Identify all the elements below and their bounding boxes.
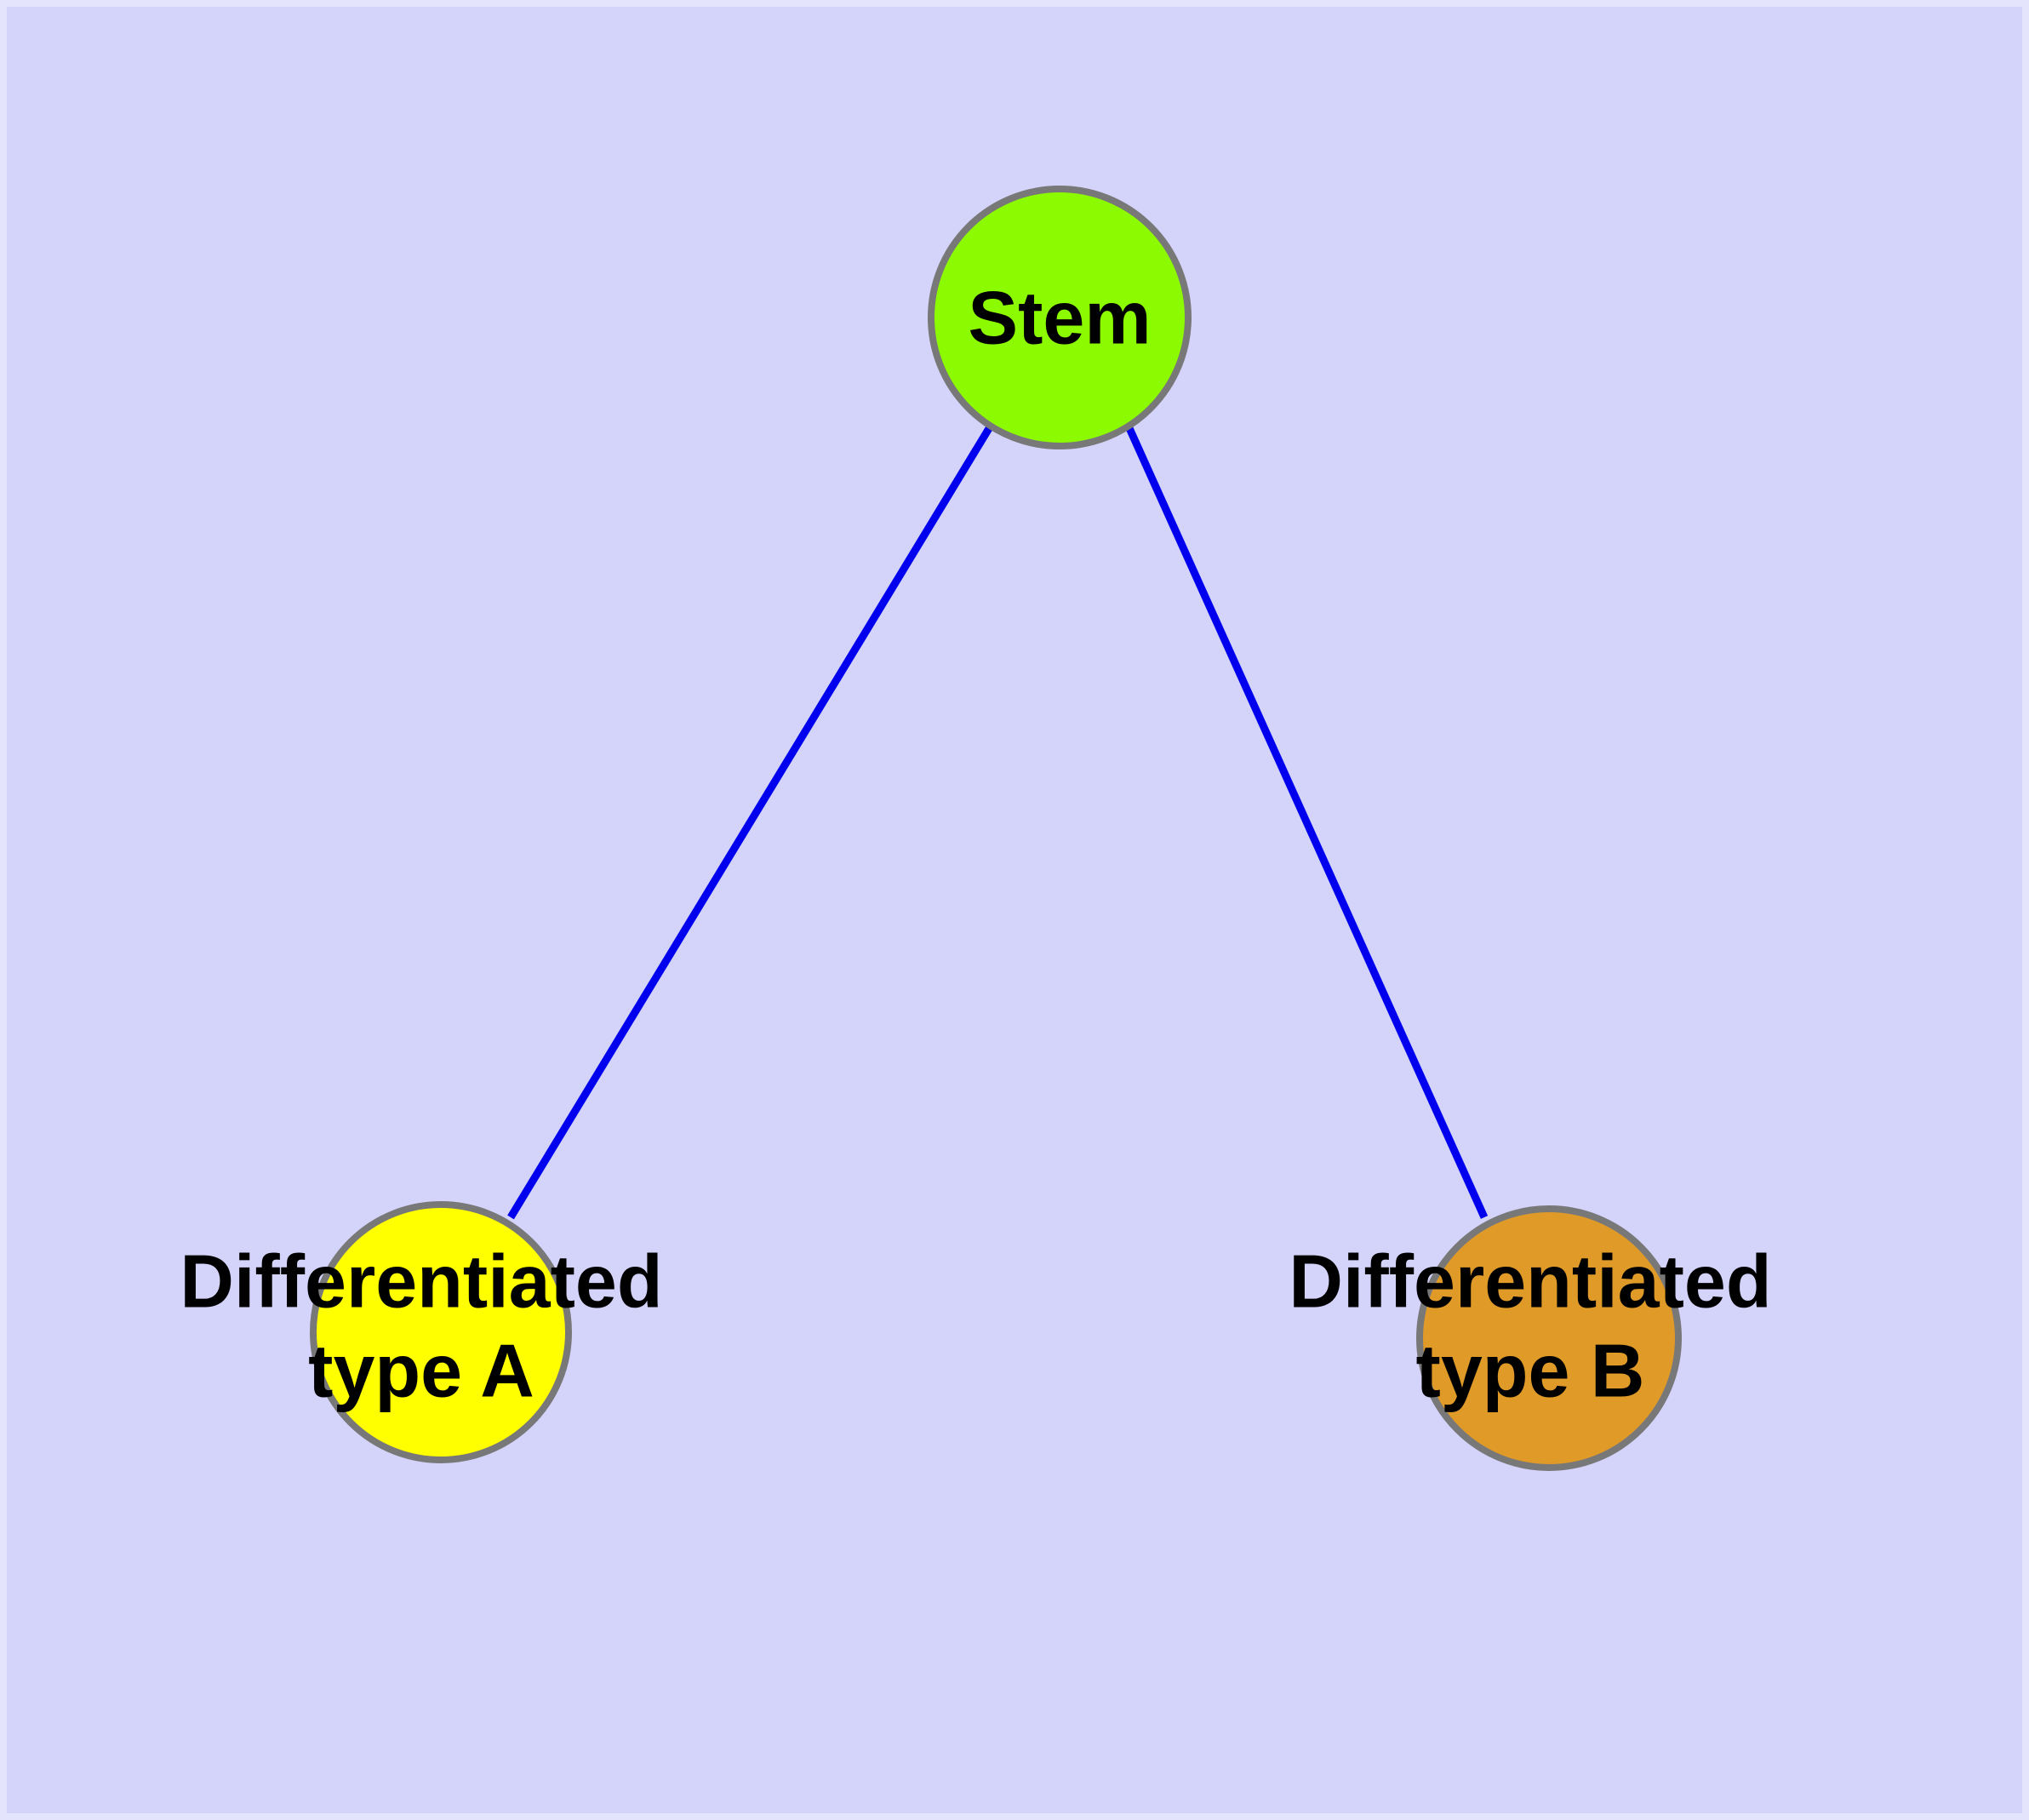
node-diff-b[interactable]: [1416, 1205, 1682, 1471]
node-label-stem: Stem: [968, 275, 1151, 359]
node-label-diff-b-line1: Differentiated: [1289, 1239, 1771, 1323]
label-layer: Stem Differentiated type A Differentiate…: [180, 275, 1771, 1412]
node-layer: [310, 186, 1682, 1471]
node-diff-a[interactable]: [310, 1201, 572, 1463]
node-stem[interactable]: [928, 186, 1192, 449]
edge-stem-to-diff-a[interactable]: [507, 423, 994, 1220]
edge-layer: [507, 423, 1489, 1220]
edge-stem-to-diff-b[interactable]: [1125, 426, 1489, 1219]
node-label-diff-a-line1: Differentiated: [180, 1239, 662, 1323]
node-label-diff-a-line2: type A: [308, 1328, 534, 1412]
node-label-diff-b-line2: type B: [1416, 1328, 1645, 1412]
